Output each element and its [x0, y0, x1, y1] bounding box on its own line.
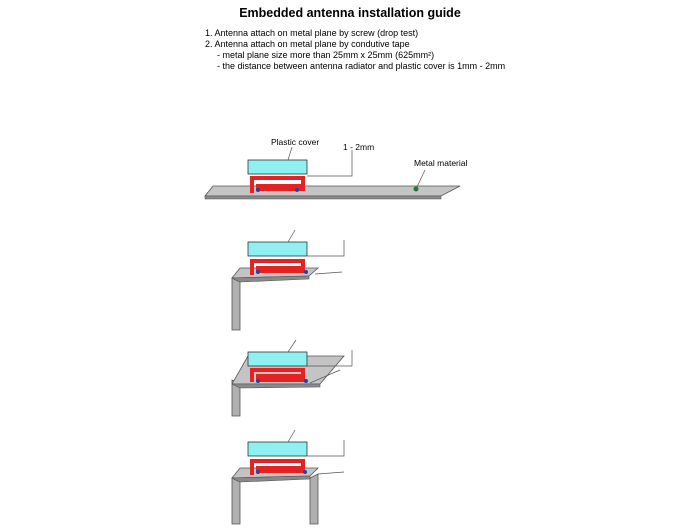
callout-line	[415, 169, 426, 190]
metal-leg	[231, 277, 241, 331]
page-title: Embedded antenna installation guide	[239, 6, 461, 20]
callout-line	[317, 471, 345, 475]
callout-line	[307, 240, 345, 257]
callout-line	[307, 440, 345, 457]
callout-line	[287, 339, 297, 353]
note-item: 1. Antenna attach on metal plane by scre…	[205, 28, 419, 38]
screw	[303, 470, 307, 474]
screw	[256, 470, 260, 474]
metal-material-label: Metal material	[414, 158, 467, 168]
screw	[256, 379, 260, 383]
diagram-u-bracket	[231, 429, 345, 525]
callout-line	[287, 229, 296, 243]
screw	[304, 379, 308, 383]
callout-line	[314, 271, 343, 275]
plastic-cover	[247, 351, 308, 367]
metal-plate-edge	[204, 195, 442, 200]
plastic-cover	[247, 441, 308, 457]
note-subitem: - metal plane size more than 25mm x 25mm…	[217, 50, 435, 60]
diagram-large-plate	[231, 339, 353, 417]
screw	[304, 270, 308, 274]
note-item: 2. Antenna attach on metal plane by cond…	[205, 39, 410, 49]
diagram-flat-plane: Plastic cover 1 - 2mm Metal material	[204, 137, 467, 200]
plastic-cover	[247, 241, 308, 257]
antenna-radiator	[250, 259, 305, 275]
metal-plate-edge	[231, 275, 310, 283]
plastic-cover	[247, 159, 308, 175]
screw	[295, 188, 299, 192]
antenna-radiator	[250, 459, 305, 475]
metal-plate-edge	[231, 475, 311, 483]
callout-line	[309, 369, 341, 384]
plastic-cover-label: Plastic cover	[271, 137, 319, 147]
metal-plate	[204, 185, 461, 197]
callout-line	[287, 146, 293, 161]
metal-leg	[309, 473, 319, 525]
metal-plate-edge	[231, 383, 321, 389]
callout-line	[307, 150, 353, 177]
callout-line	[307, 350, 353, 367]
screw	[256, 270, 260, 274]
metal-leg	[231, 477, 241, 525]
instruction-notes: 1. Antenna attach on metal plane by scre…	[205, 28, 505, 72]
gap-label: 1 - 2mm	[343, 142, 374, 152]
note-subitem: - the distance between antenna radiator …	[217, 61, 506, 71]
callout-line	[287, 429, 296, 443]
diagram-l-bracket	[231, 229, 345, 331]
antenna-radiator	[250, 368, 305, 382]
screw	[256, 188, 260, 192]
